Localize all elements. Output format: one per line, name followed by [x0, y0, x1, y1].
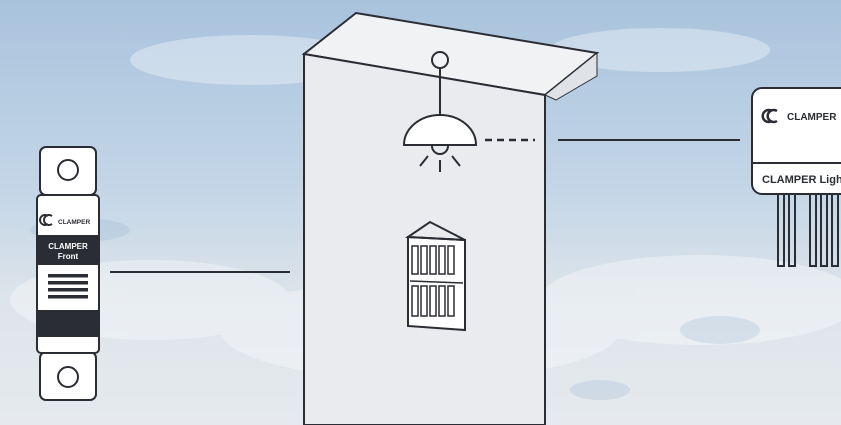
left-device-model-line2: Front — [58, 252, 79, 261]
left-device-model-line1: CLAMPER — [48, 242, 88, 251]
clamper-logo-icon — [761, 108, 778, 124]
device-bottom-band — [38, 310, 98, 337]
screw-hole-top — [57, 159, 79, 181]
breaker-panel-icon — [404, 220, 466, 332]
screw-hole-bottom — [57, 366, 79, 388]
right-device-brand: CLAMPER — [787, 112, 837, 123]
electrical-cabinet — [301, 11, 600, 425]
vent-grille — [48, 274, 88, 299]
clamper-light-device: CLAMPER CLAMPER Light — [751, 87, 841, 267]
device-mount-top — [39, 146, 97, 196]
left-device-brand: CLAMPER — [58, 219, 90, 226]
device-label-band — [38, 235, 98, 265]
right-device-model: CLAMPER Light — [762, 174, 841, 186]
ceiling-lamp-icon — [402, 51, 478, 172]
clamper-logo-icon — [39, 214, 53, 226]
device-mount-bottom — [39, 351, 97, 401]
cabinet-side — [544, 51, 598, 101]
right-device-body — [751, 87, 841, 195]
clamper-front-device: CLAMPER CLAMPER Front — [36, 146, 100, 401]
